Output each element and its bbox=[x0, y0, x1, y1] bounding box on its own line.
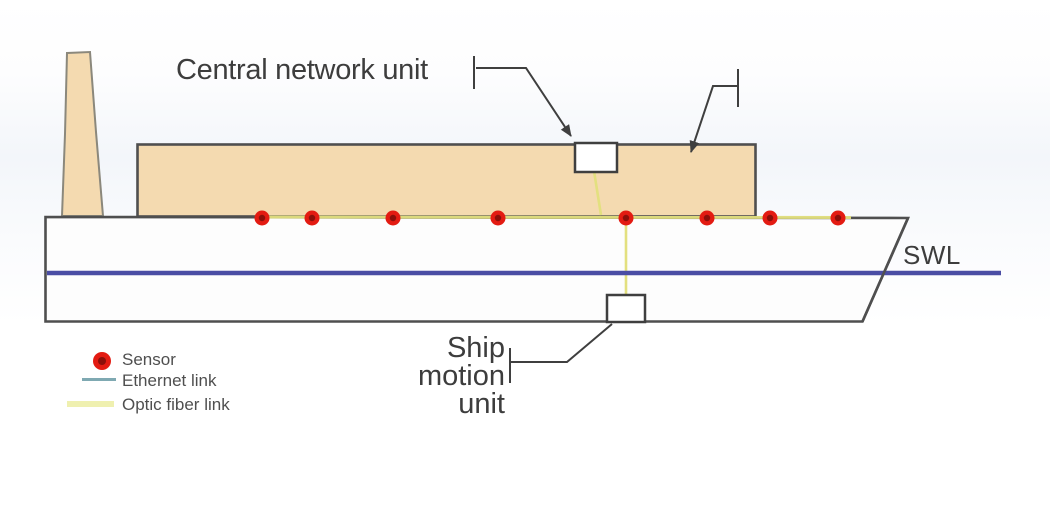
sensor-dot-core bbox=[703, 214, 711, 222]
legend-label-ethernet-link: Ethernet link bbox=[122, 371, 217, 390]
sensor-legend-swatch bbox=[93, 352, 111, 370]
ship-motion-unit-box bbox=[605, 293, 647, 324]
ethernet-link-legend-swatch bbox=[82, 378, 116, 381]
sensor-dot-core bbox=[834, 214, 842, 222]
sensor-dot-core bbox=[308, 214, 316, 222]
ship-motion-unit-label-line3: unit bbox=[458, 388, 505, 420]
ship-motion-unit-label: Ship motion unit bbox=[375, 332, 505, 420]
sensor-dot-core bbox=[389, 214, 397, 222]
sensor-dot-core bbox=[258, 214, 266, 222]
optic-fiber-deck-line bbox=[255, 215, 852, 219]
swl-label: SWL bbox=[903, 240, 961, 270]
ship-motion-unit-label-line2: motion bbox=[417, 360, 505, 392]
central-network-unit-leader-arrow bbox=[476, 67, 572, 137]
legend-label-sensor: Sensor bbox=[122, 350, 176, 369]
ship-motion-unit-label-line1: Ship bbox=[446, 332, 505, 364]
legend-label-optic-fiber-link: Optic fiber link bbox=[122, 395, 230, 414]
ship-hull bbox=[44, 215, 910, 323]
sensors-layer bbox=[254, 210, 846, 226]
optic-fiber-drop-from-network-unit bbox=[592, 170, 603, 216]
sensor-dot-core bbox=[494, 214, 502, 222]
sensor-dot-core bbox=[766, 214, 774, 222]
bow-edge bbox=[861, 217, 910, 323]
optic-fiber-link-legend-swatch bbox=[67, 401, 114, 407]
central-network-unit-label: Central network unit bbox=[176, 54, 428, 86]
funnel bbox=[60, 50, 105, 217]
central-network-unit-box bbox=[573, 141, 619, 174]
deckhouse bbox=[136, 143, 757, 218]
deckhouse-leader-arrow bbox=[689, 85, 738, 153]
sensor-dot-core bbox=[622, 214, 630, 222]
ship-motion-unit-leader-line bbox=[510, 323, 613, 363]
